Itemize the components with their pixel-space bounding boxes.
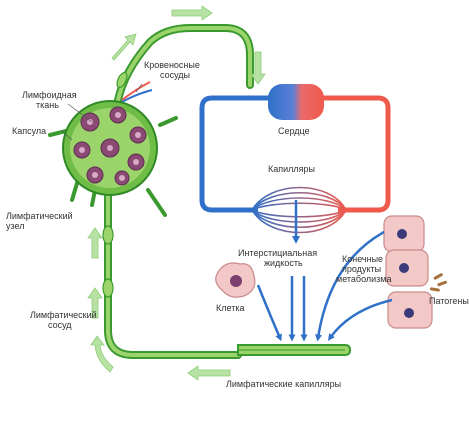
label-blood-vessels-2: сосуды: [160, 70, 190, 80]
label-metabolic-3: метаболизма: [336, 274, 391, 284]
lymph-flow-arrows: [87, 5, 266, 381]
label-lymph-capillaries: Лимфатические капилляры: [226, 379, 341, 389]
pathogen-icon: [429, 273, 447, 292]
label-metabolic: Конечные: [342, 254, 383, 264]
leader-lines: [61, 83, 143, 141]
cell-right-top: [383, 215, 425, 253]
label-heart: Сердце: [278, 126, 310, 136]
cell-right-middle: [385, 249, 429, 287]
blood-circulation: [199, 84, 391, 244]
label-pathogen: Патогены: [429, 296, 469, 306]
heart-shape: [268, 84, 324, 120]
label-lymphoid-tissue: Лимфоидная: [22, 90, 77, 100]
blood-vessel-red: [121, 81, 151, 101]
label-interstitial-2: жидкость: [264, 258, 303, 268]
text-labels: Лимфоидная ткань Капсула Лимфатический у…: [6, 60, 469, 389]
artery-loop: [320, 95, 391, 213]
flow-arrow-top: [171, 5, 213, 21]
interstitial-flow-arrows: [256, 230, 393, 342]
label-cell: Клетка: [216, 303, 244, 313]
lymph-vessel-fill: [106, 26, 252, 357]
flow-arrow-left-lower: [87, 287, 103, 319]
cell-right-bottom: [387, 291, 433, 329]
label-capsule: Капсула: [12, 126, 46, 136]
lymph-vessels: [102, 24, 352, 359]
flow-arrow-down-right: [250, 51, 266, 85]
capillary-bundle: [251, 186, 347, 234]
cell-left: [215, 262, 256, 298]
label-lymph-node-2: узел: [6, 221, 24, 231]
label-capillaries: Капилляры: [268, 164, 315, 174]
tissue-cells: [215, 215, 447, 329]
label-metabolic-2: продукты: [342, 264, 381, 274]
label-lymph-vessel-2: сосуд: [48, 320, 72, 330]
flow-arrow-corner: [90, 335, 114, 373]
label-lymph-node: Лимфатический: [6, 211, 73, 221]
flow-arrow-upper-left: [111, 33, 137, 61]
lymph-node: [48, 100, 178, 217]
label-lymphoid-tissue-2: ткань: [36, 100, 59, 110]
flow-arrow-bottom: [187, 365, 231, 381]
flow-arrow-left-upper: [87, 227, 103, 259]
label-interstitial: Интерстициальная: [238, 248, 317, 258]
label-lymph-vessel: Лимфатический: [30, 310, 97, 320]
label-blood-vessels: Кровеносные: [144, 60, 200, 70]
vein-loop: [199, 95, 272, 213]
